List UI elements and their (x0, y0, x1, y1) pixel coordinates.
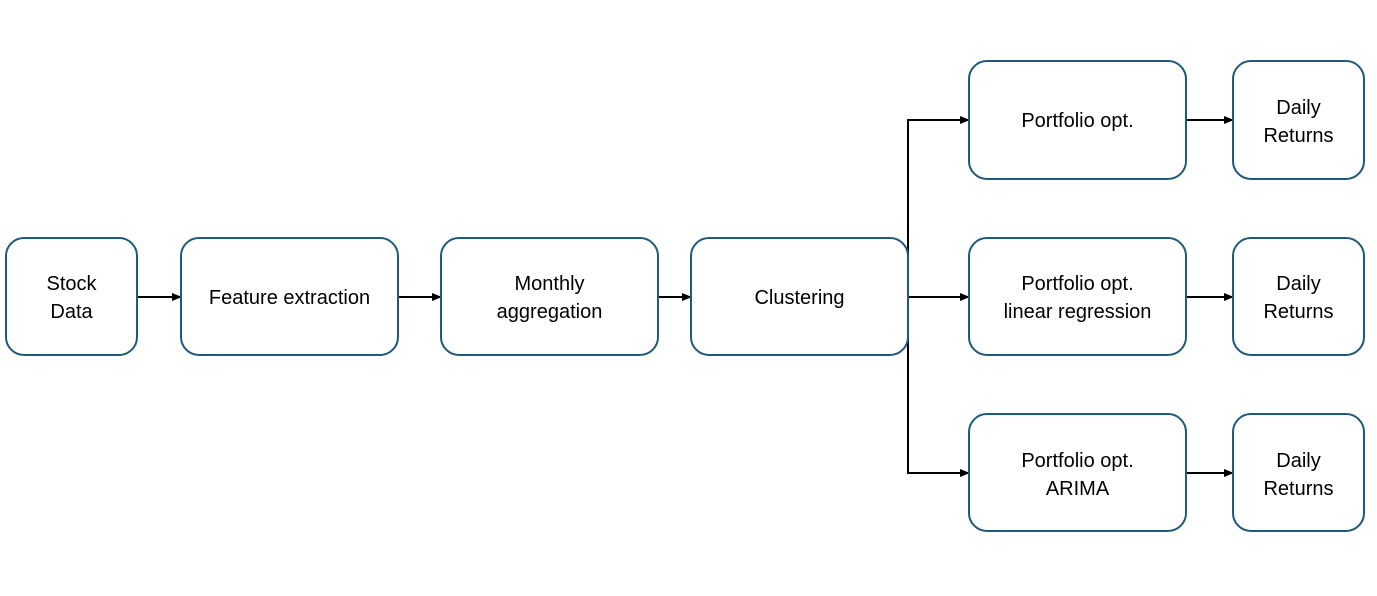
node-clustering-line-1: Clustering (754, 287, 844, 309)
node-feature-extraction-line-1: Feature extraction (209, 287, 370, 309)
node-feature-extraction: Feature extraction (180, 237, 399, 356)
node-portfolio-opt-arima-line-2: ARIMA (1046, 478, 1110, 500)
edges (137, 116, 1234, 477)
node-daily-returns-2-line-1: Daily (1276, 273, 1320, 295)
node-monthly-aggregation: Monthly aggregation (440, 237, 659, 356)
node-daily-returns-3: Daily Returns (1232, 413, 1365, 532)
node-daily-returns-3-line-2: Returns (1263, 478, 1333, 500)
node-portfolio-opt-line-1: Portfolio opt. (1021, 110, 1133, 132)
node-daily-returns-1-line-2: Returns (1263, 125, 1333, 147)
node-portfolio-opt: Portfolio opt. (968, 60, 1187, 180)
node-clustering: Clustering (690, 237, 909, 356)
node-daily-returns-2: Daily Returns (1232, 237, 1365, 356)
node-daily-returns-2-line-2: Returns (1263, 301, 1333, 323)
node-stock-data: Stock Data (5, 237, 138, 356)
node-portfolio-opt-arima: Portfolio opt. ARIMA (968, 413, 1187, 532)
edge-clustering-to-portfolio-opt-arima (907, 297, 970, 477)
node-portfolio-opt-arima-line-1: Portfolio opt. (1021, 450, 1133, 472)
node-monthly-aggregation-line-1: Monthly (514, 273, 584, 295)
node-daily-returns-3-line-1: Daily (1276, 450, 1320, 472)
node-portfolio-opt-lr-line-2: linear regression (1004, 301, 1152, 323)
node-stock-data-line-1: Stock (46, 273, 97, 295)
node-daily-returns-1: Daily Returns (1232, 60, 1365, 180)
node-stock-data-line-2: Data (50, 301, 93, 323)
edge-clustering-to-portfolio-opt (907, 116, 970, 297)
node-daily-returns-1-line-1: Daily (1276, 97, 1320, 119)
node-monthly-aggregation-line-2: aggregation (497, 301, 603, 323)
node-portfolio-opt-lr: Portfolio opt. linear regression (968, 237, 1187, 356)
node-portfolio-opt-lr-line-1: Portfolio opt. (1021, 273, 1133, 295)
